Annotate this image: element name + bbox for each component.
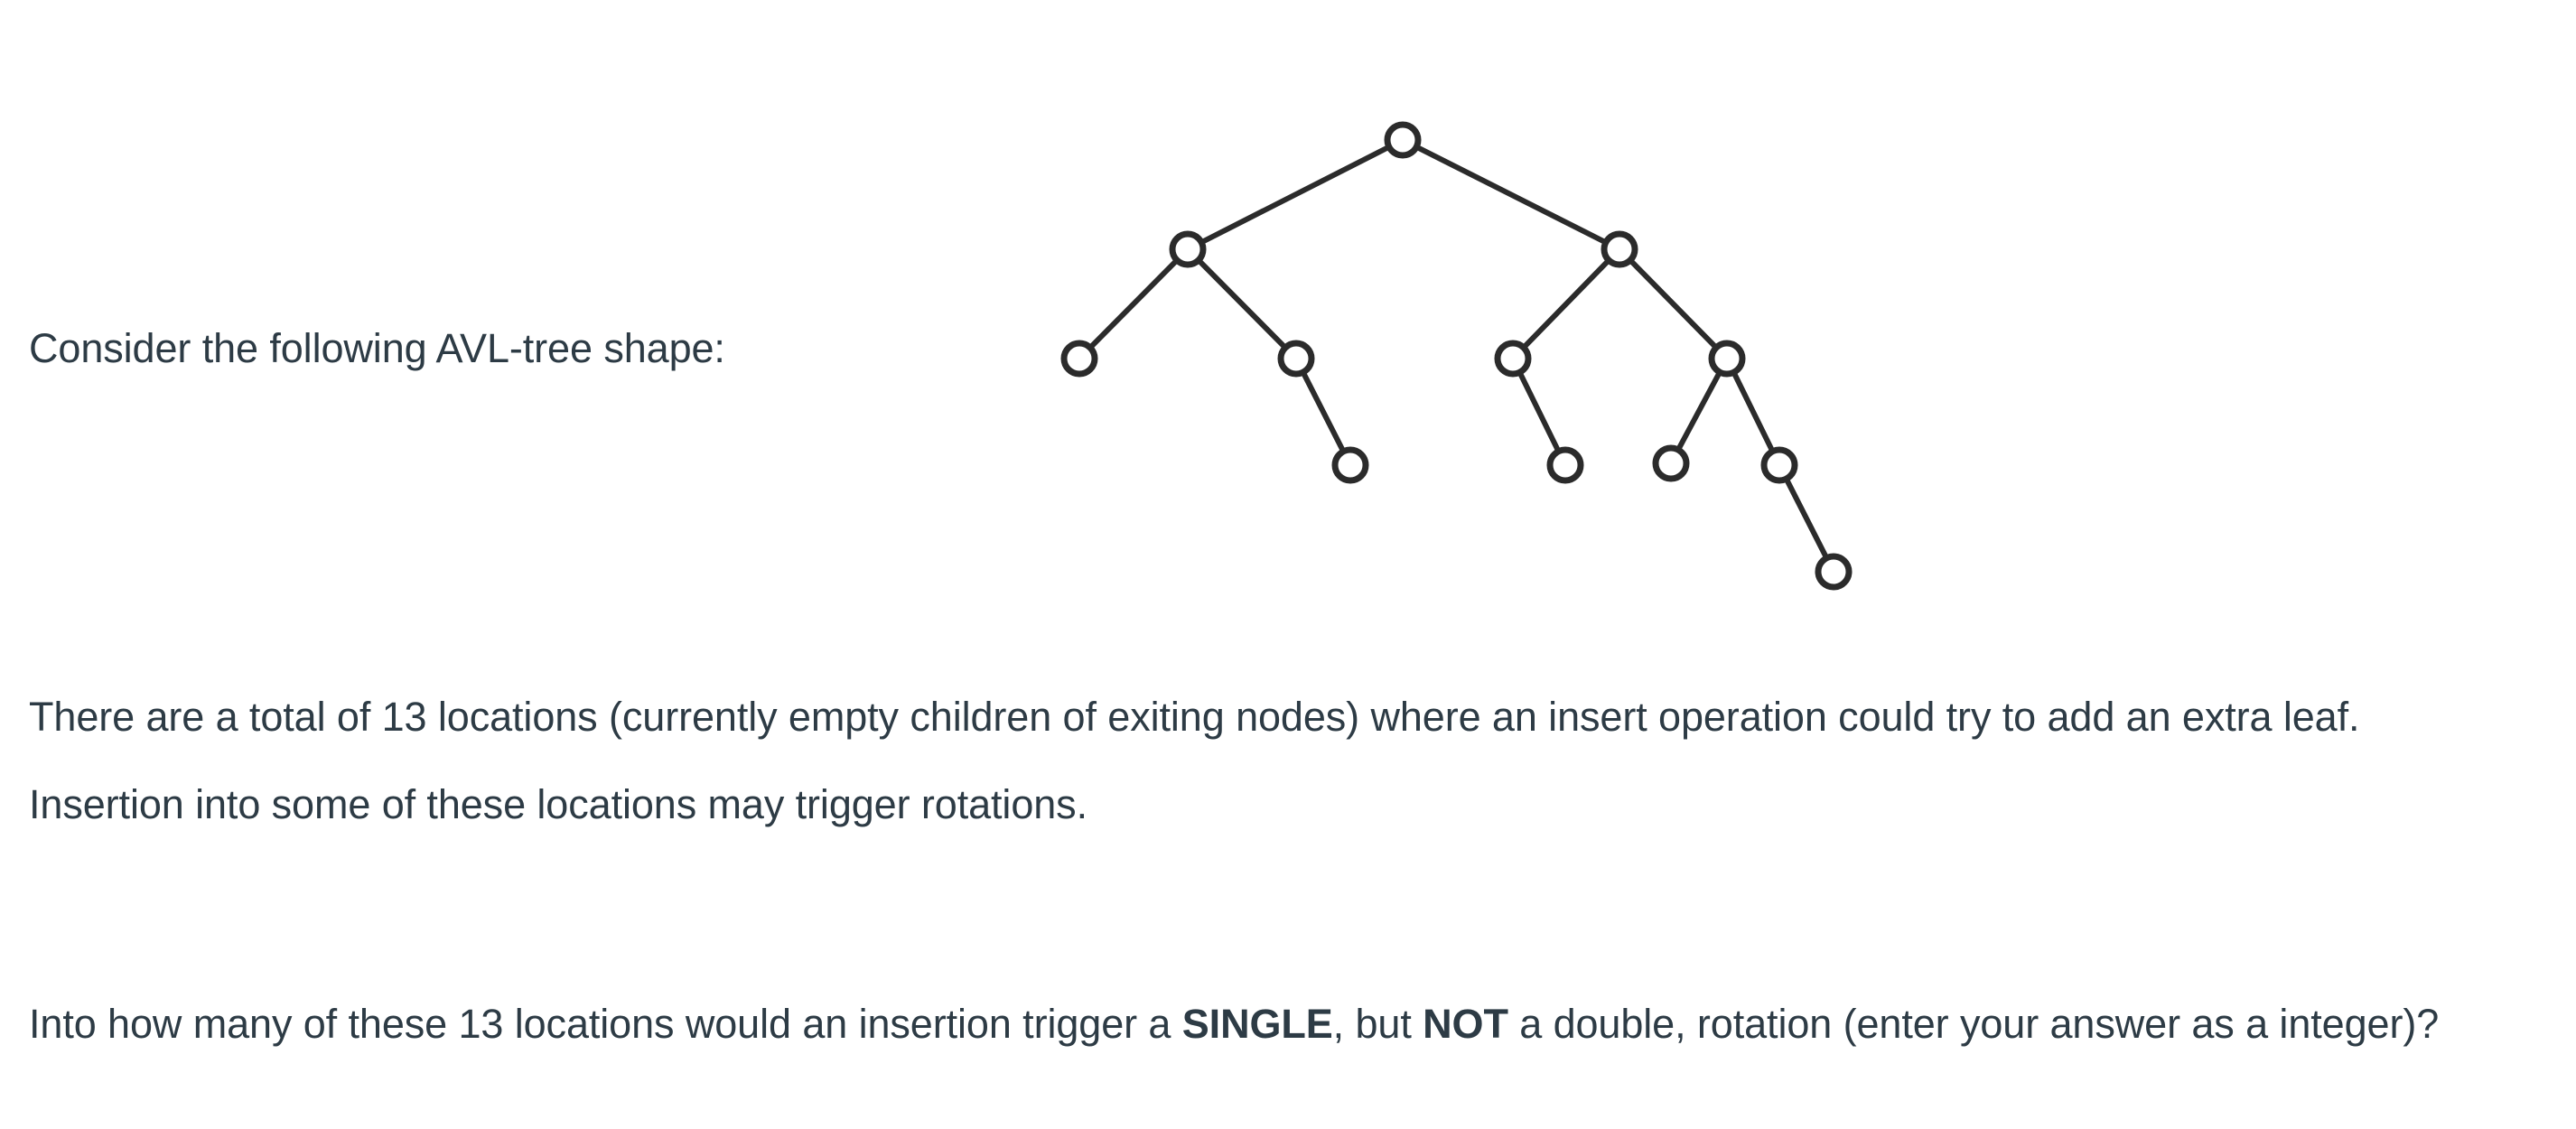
tree-edge-RRR-RRRR [1783,475,1830,562]
intro-label: Consider the following AVL-tree shape: [29,325,725,371]
paragraph-question: Into how many of these 13 locations woul… [29,980,2450,1068]
tree-edge-L-LR [1195,257,1289,351]
intro-row: Consider the following AVL-tree shape: [29,90,1897,614]
emphasis-not: NOT [1423,1001,1508,1047]
question-text-part-3: a double, rotation (enter your answer as… [1507,1001,2440,1047]
paragraph-locations: There are a total of 13 locations (curre… [29,694,2360,827]
tree-node-RR [1708,340,1746,378]
tree-nodes [1060,121,1853,591]
tree-node-LRR [1331,446,1369,484]
tree-node-RRL [1652,444,1690,482]
tree-edge-RR-RRR [1731,369,1776,455]
tree-edge-root-L [1198,144,1393,246]
tree-node-root [1384,121,1422,159]
tree-edge-RR-RRL [1675,369,1723,453]
tree-node-L [1169,230,1207,268]
tree-node-RL [1494,340,1532,378]
question-text-part-2: , but [1332,1001,1423,1047]
avl-tree-figure [1030,90,1897,614]
tree-edges [1087,144,1830,562]
tree-edge-R-RL [1520,257,1612,351]
tree-node-R [1601,230,1638,268]
tree-node-RRRR [1815,553,1853,591]
tree-edge-root-R [1413,144,1610,246]
tree-edge-L-LL [1087,257,1181,351]
tree-node-LL [1060,340,1098,378]
tree-node-LR [1277,340,1315,378]
emphasis-single: SINGLE [1181,1001,1333,1047]
avl-tree-svg [1060,121,1853,591]
question-text-part-1: Into how many of these 13 locations woul… [29,1001,1182,1047]
tree-edge-RL-RLR [1517,369,1562,455]
tree-edge-LR-LRR [1300,369,1347,455]
tree-node-RRR [1760,446,1798,484]
tree-node-RLR [1546,446,1584,484]
tree-edge-R-RR [1627,257,1720,351]
